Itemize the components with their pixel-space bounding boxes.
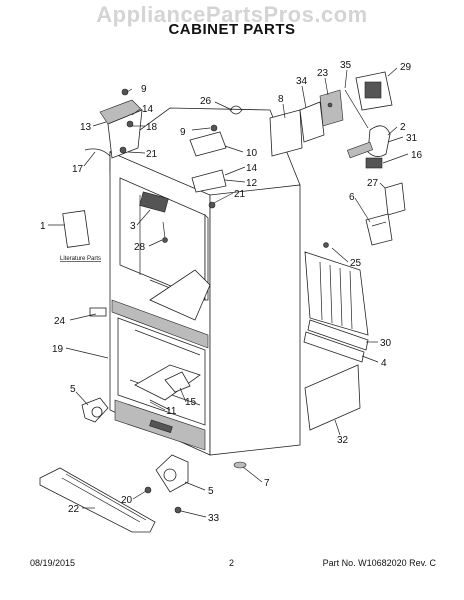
callout-25: 25	[350, 258, 362, 269]
caster-right	[144, 454, 189, 514]
foot-7	[233, 461, 247, 469]
cover-plate-8	[269, 109, 303, 157]
caster-left	[81, 397, 109, 423]
divider-bracket	[89, 307, 107, 317]
callout-21-a: 21	[146, 149, 158, 160]
footer-date: 08/19/2015	[30, 558, 76, 568]
bracket-27-6	[365, 182, 406, 246]
callout-5-b: 5	[208, 486, 214, 497]
callout-22: 22	[68, 504, 80, 515]
callout-2: 2	[400, 122, 406, 133]
callout-19: 19	[52, 344, 64, 355]
side-panel-32	[304, 364, 361, 431]
toe-grille	[39, 467, 156, 533]
literature-parts: Literature Parts	[60, 210, 101, 262]
callout-10: 10	[246, 148, 258, 159]
control-parts-34-23	[299, 89, 369, 143]
trim-30-4	[303, 319, 369, 363]
callout-29: 29	[400, 62, 412, 73]
footer-part-number: Part No. W10682020 Rev. C	[322, 558, 436, 568]
center-hinge	[189, 124, 227, 209]
leveling-part	[149, 371, 191, 411]
cabinet-body	[109, 107, 301, 456]
water-valve-2-31	[346, 125, 391, 159]
callout-11: 11	[166, 406, 177, 417]
callout-21-b: 21	[234, 189, 246, 200]
callout-16: 16	[411, 150, 423, 161]
watermark: AppliancePartsPros.com	[96, 2, 368, 27]
callout-26: 26	[200, 96, 212, 107]
callout-9-b: 9	[180, 127, 186, 138]
callout-34: 34	[296, 76, 308, 87]
callout-3: 3	[130, 221, 136, 232]
clip-26	[229, 105, 243, 115]
callout-8: 8	[278, 94, 284, 105]
callout-18: 18	[146, 122, 158, 133]
callout-35: 35	[340, 60, 352, 71]
callout-7: 7	[264, 478, 270, 489]
callout-17: 17	[72, 164, 84, 175]
callout-28: 28	[134, 242, 146, 253]
callout-15: 15	[185, 397, 197, 408]
footer-page: 2	[229, 558, 235, 568]
leader-lines	[48, 67, 409, 518]
callout-30: 30	[380, 338, 392, 349]
callout-9-a: 9	[141, 84, 147, 95]
callout-31: 31	[406, 133, 418, 144]
callout-4: 4	[381, 358, 387, 369]
callout-1: 1	[40, 221, 46, 232]
callout-27: 27	[367, 178, 379, 189]
callout-33: 33	[208, 513, 220, 524]
diagram-title: CABINET PARTS	[168, 21, 296, 38]
svg-text:Literature Parts: Literature Parts	[60, 256, 101, 262]
water-filter-housing-29	[355, 71, 393, 111]
callout-labels: 9 14 13 18 21 17 26 9 10 14 12 21 1 3 28…	[40, 60, 423, 524]
callout-13: 13	[80, 122, 92, 133]
callout-14-b: 14	[246, 163, 258, 174]
callout-20: 20	[121, 495, 133, 506]
callout-14-a: 14	[142, 104, 154, 115]
callout-23: 23	[317, 68, 329, 79]
hinge-top-left	[84, 88, 143, 159]
callout-5-a: 5	[70, 384, 76, 395]
rear-access-cover-25	[304, 242, 369, 336]
freezer-drawer-slide-part	[139, 191, 169, 243]
callout-32: 32	[337, 435, 349, 446]
callout-6: 6	[349, 192, 355, 203]
callout-12: 12	[246, 178, 258, 189]
connector-16	[365, 157, 383, 169]
callout-24: 24	[54, 316, 66, 327]
